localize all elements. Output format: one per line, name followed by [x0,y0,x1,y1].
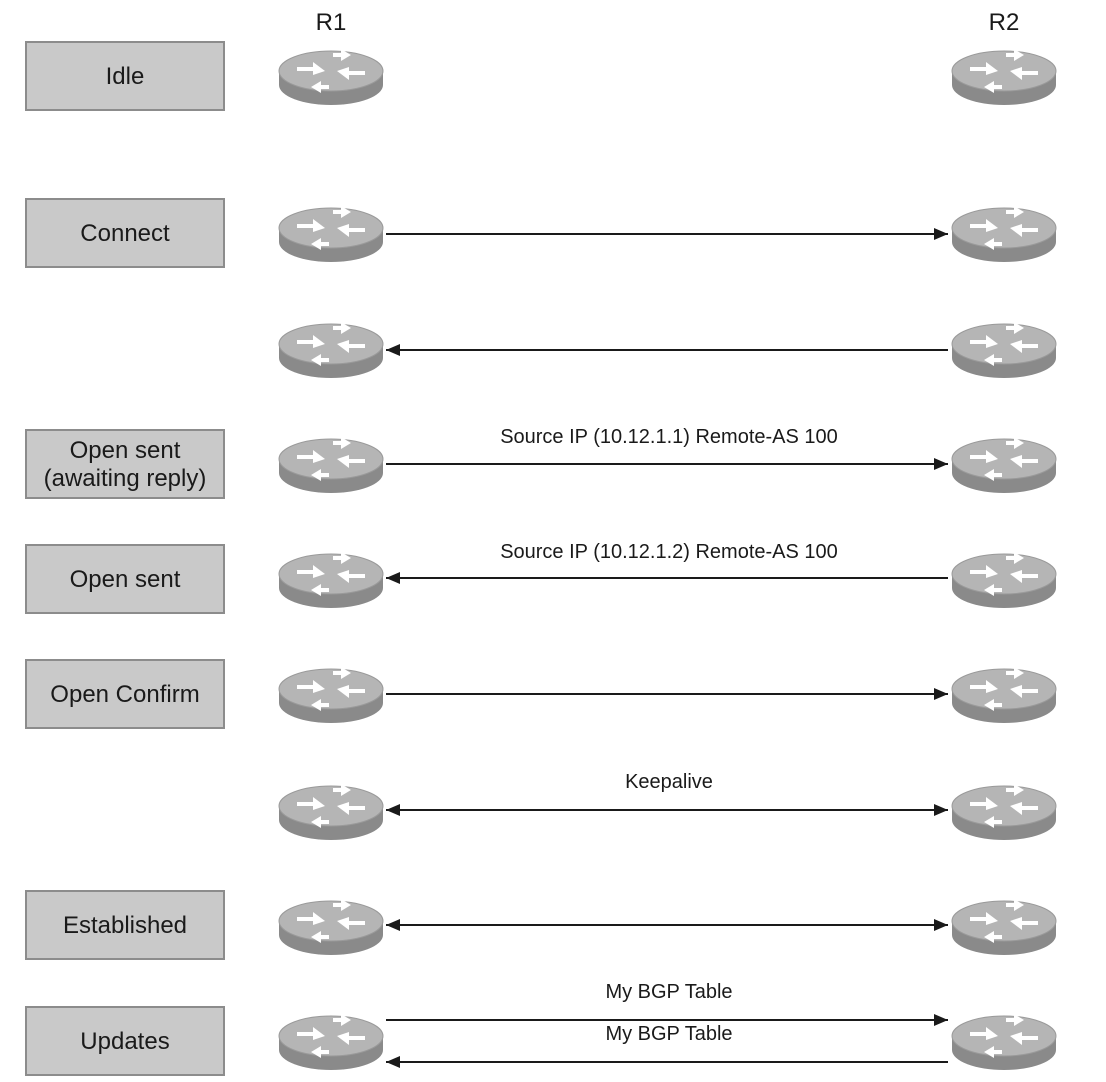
router-r2-icon [951,551,1057,609]
message-open-confirm [386,688,948,700]
state-open-sent: Open sent [25,544,225,614]
message-open-from-r2: Source IP (10.12.1.2) Remote-AS 100 [386,541,948,584]
state-label: Connect [80,220,170,247]
message-label: My BGP Table [605,981,732,1003]
state-box [25,41,225,111]
router-r1-icon [278,48,384,106]
router-r2-icon [951,783,1057,841]
state-label: (awaiting reply) [44,465,207,492]
state-box [25,890,225,960]
router-r1-icon [278,205,384,263]
message-established [386,919,948,931]
arrow-head [386,572,400,584]
message-label: My BGP Table [605,1023,732,1045]
arrow-head [934,688,948,700]
state-label: Idle [106,63,145,90]
message-keepalive: Keepalive [386,771,948,816]
arrow-head [386,1056,400,1068]
router-r2-icon [951,1013,1057,1071]
state-label: Established [63,912,187,939]
message-connect-reply [386,344,948,356]
router-r2-label: R2 [989,9,1020,36]
router-r2-icon [951,48,1057,106]
router-r1-icon [278,436,384,494]
state-updates: Updates [25,1006,225,1076]
message-label: Keepalive [625,771,713,793]
state-box [25,659,225,729]
router-r2-icon [951,321,1057,379]
state-connect: Connect [25,198,225,268]
arrow-head [934,1014,948,1026]
message-arrows: Source IP (10.12.1.1) Remote-AS 100Sourc… [386,228,948,1068]
router-r1-icon [278,666,384,724]
state-open-confirm: Open Confirm [25,659,225,729]
router-r1-label: R1 [316,9,347,36]
arrow-head [934,228,948,240]
state-label: Open sent [70,566,181,593]
arrow-head [386,804,400,816]
state-box [25,198,225,268]
message-label: Source IP (10.12.1.1) Remote-AS 100 [500,426,838,448]
router-r1-icon [278,898,384,956]
router-r1-icon [278,551,384,609]
state-open-sent-awaiting: Open sent(awaiting reply) [25,429,225,499]
state-established: Established [25,890,225,960]
router-r2-icon [951,666,1057,724]
arrow-head [386,344,400,356]
state-label: Open sent [70,437,181,464]
arrow-head [934,458,948,470]
message-update-r1: My BGP Table [386,981,948,1026]
message-connect-request [386,228,948,240]
state-label: Open Confirm [50,681,199,708]
arrow-head [934,919,948,931]
state-box [25,544,225,614]
router-r2-icon [951,205,1057,263]
message-update-r2: My BGP Table [386,1023,948,1068]
router-r1-icon [278,783,384,841]
router-r1-icon [278,1013,384,1071]
router-r2-icon [951,898,1057,956]
arrow-head [386,919,400,931]
router-r1-icon [278,321,384,379]
state-box [25,1006,225,1076]
state-box [25,429,225,499]
router-r2-icon [951,436,1057,494]
state-idle: Idle [25,41,225,111]
message-label: Source IP (10.12.1.2) Remote-AS 100 [500,541,838,563]
state-label: Updates [80,1028,169,1055]
message-open-from-r1: Source IP (10.12.1.1) Remote-AS 100 [386,426,948,470]
arrow-head [934,804,948,816]
